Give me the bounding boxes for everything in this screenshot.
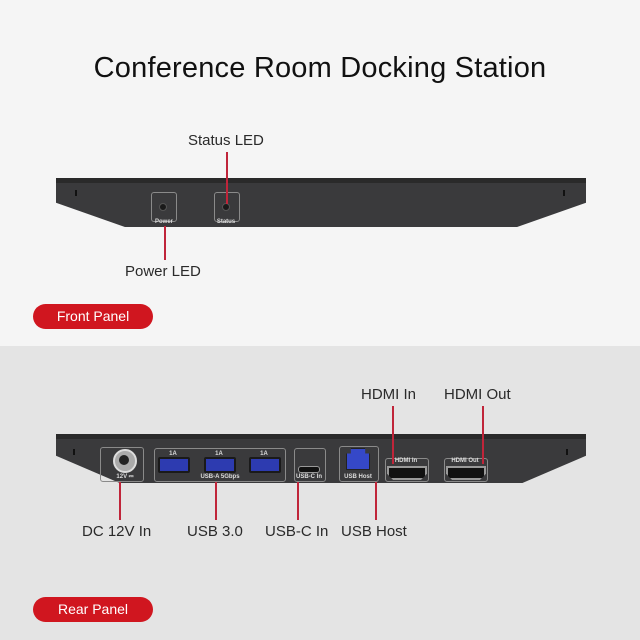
page-title: Conference Room Docking Station: [93, 52, 547, 84]
usbc-housing: [294, 448, 326, 482]
hdmi-out-housing: [444, 458, 488, 482]
usba-port-2: [204, 457, 236, 473]
usbc-device-label: USB-C In: [296, 474, 322, 480]
status-led: [222, 203, 230, 211]
hdmi-in-callout: HDMI In: [361, 386, 417, 403]
rear-panel-badge: Rear Panel: [33, 597, 153, 622]
hdmi-out-callout-line: [482, 406, 484, 464]
power-led-callout: Power LED: [125, 263, 201, 280]
status-led-callout-line: [226, 152, 228, 204]
hdmi-out-device-label: HDMI Out: [451, 458, 479, 464]
power-device-label: Power: [154, 219, 173, 225]
hdmi-in-device-label: HDMI In: [394, 458, 418, 464]
usbc-callout: USB-C In: [265, 523, 329, 540]
hdmi-in-housing: [385, 458, 429, 482]
usba-group-label: USB-A 5Gbps: [190, 474, 250, 480]
hdmi-in-port: [387, 466, 427, 480]
usb-host-port: [346, 448, 370, 470]
hdmi-in-callout-line: [392, 406, 394, 464]
dc-callout-line: [119, 482, 121, 520]
hdmi-out-callout: HDMI Out: [444, 386, 511, 403]
usb-host-device-label: USB Host: [344, 474, 372, 480]
usbc-callout-line: [297, 482, 299, 520]
dc-callout: DC 12V In: [82, 523, 152, 540]
usb-host-callout: USB Host: [341, 523, 407, 540]
usb-host-callout-line: [375, 482, 377, 520]
status-led-callout: Status LED: [188, 132, 264, 149]
usba-port-1: [158, 457, 190, 473]
usb-host-housing: [339, 446, 379, 482]
usb30-callout: USB 3.0: [187, 523, 243, 540]
power-led-housing: [151, 192, 177, 222]
hdmi-out-port: [446, 466, 486, 480]
power-led: [159, 203, 167, 211]
dc-device-label: 12V ⎓: [116, 474, 134, 480]
usba-group-housing: [154, 448, 286, 482]
status-device-label: Status: [216, 219, 236, 225]
rear-panel-section: [0, 346, 640, 640]
front-panel-badge: Front Panel: [33, 304, 153, 329]
dc-port-housing: [100, 447, 144, 482]
power-led-callout-line: [164, 226, 166, 260]
front-panel-section: [0, 0, 640, 346]
usb30-callout-line: [215, 482, 217, 520]
usbc-port: [298, 466, 320, 473]
usba-port-3: [249, 457, 281, 473]
